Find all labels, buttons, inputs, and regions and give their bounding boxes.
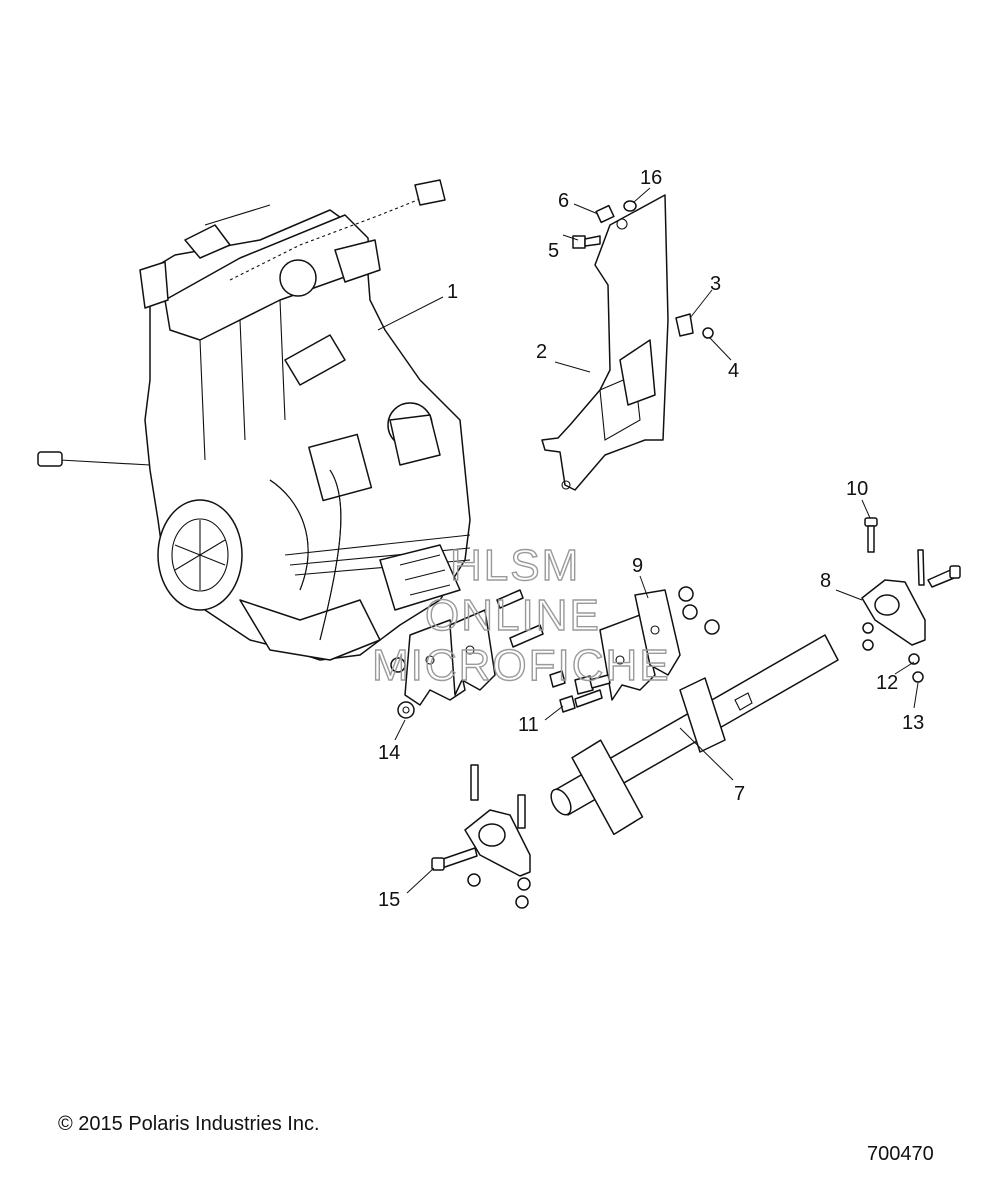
engine-mount-bracket [541, 194, 669, 491]
callout-5: 5 [548, 240, 559, 262]
engine-assembly [37, 179, 471, 661]
callout-2: 2 [536, 341, 547, 363]
callout-11: 11 [518, 714, 539, 736]
callout-9: 9 [632, 555, 643, 577]
callout-10: 10 [846, 478, 868, 500]
bolt-10 [864, 517, 878, 553]
callout-15: 15 [378, 889, 400, 911]
mount-bolts-11 [496, 586, 720, 713]
callout-12: 12 [876, 672, 898, 694]
rear-mount-block-8 [861, 549, 961, 683]
callout-6: 6 [558, 190, 569, 212]
bracket-bolt-6 [595, 204, 615, 224]
watermark: HLSM ONLINE MICROFICHE [371, 540, 671, 690]
watermark-line3: MICROFICHE [372, 641, 671, 690]
callout-7: 7 [734, 783, 745, 805]
mount-shaft [550, 634, 839, 836]
bracket-nut-4 [702, 327, 714, 339]
watermark-line2: ONLINE [425, 591, 601, 640]
callout-16: 16 [640, 167, 662, 189]
callout-1: 1 [447, 281, 458, 303]
bracket-washer-16 [623, 200, 637, 212]
watermark-line1: HLSM [450, 541, 580, 590]
callout-13: 13 [902, 712, 924, 734]
leader-lines [377, 187, 919, 894]
bracket-bolt-5 [572, 235, 601, 249]
mount-nut-14 [390, 657, 415, 719]
copyright-notice: © 2015 Polaris Industries Inc. [58, 1113, 320, 1135]
callout-3: 3 [710, 273, 721, 295]
callout-labels: 1 2 3 4 5 6 7 8 9 10 11 12 13 14 15 16 [378, 167, 924, 911]
callout-14: 14 [378, 742, 400, 764]
callout-4: 4 [728, 360, 739, 382]
front-mount-block-15 [431, 764, 531, 909]
bracket-clip-3 [675, 313, 694, 337]
drawing-number: 700470 [867, 1143, 934, 1165]
engine-mount-plates [404, 589, 681, 706]
callout-8: 8 [820, 570, 831, 592]
